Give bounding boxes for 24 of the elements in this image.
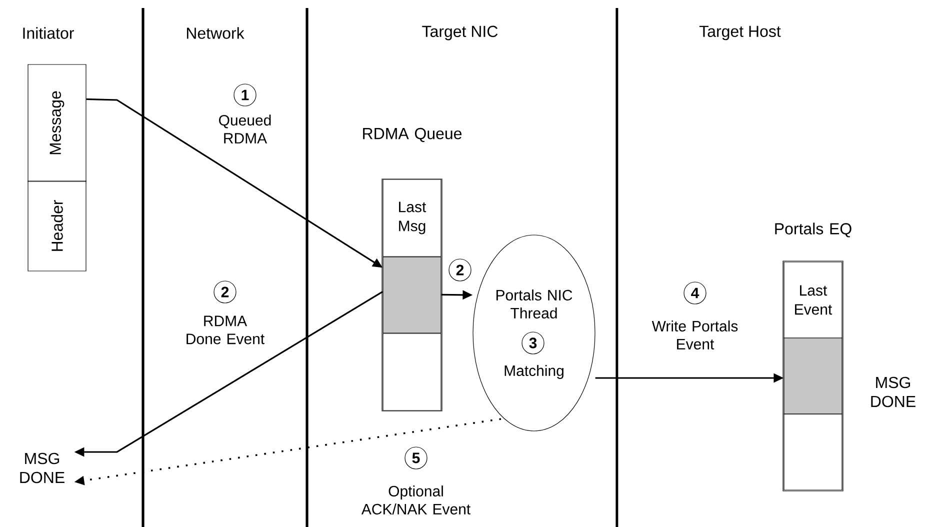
step-number: 1 (234, 84, 256, 106)
column-heading: Target Host (699, 26, 781, 40)
step-label: Write Portals Event (652, 320, 738, 350)
highlighted-cell (382, 256, 442, 334)
step-number: 4 (684, 282, 706, 304)
stack-heading: Portals EQ (775, 222, 852, 238)
ellipse-text: Portals NIC Thread (496, 289, 572, 318)
step-number: 5 (404, 446, 428, 470)
stack-heading: RDMA Queue (363, 128, 462, 142)
column-heading: Target NIC (422, 26, 498, 40)
step-label: Optional ACK/NAK Event (361, 485, 470, 514)
ellipse-text: Matching (504, 365, 564, 379)
step-number: 2 (214, 280, 236, 304)
step-label: RDMA Done Event (186, 316, 264, 344)
stack-cell: Last Msg (382, 179, 442, 257)
column-heading: Initiator (23, 27, 74, 39)
stack-cell: Header (28, 180, 86, 272)
stack-cell: Message (28, 64, 86, 182)
column-heading: Network (186, 27, 244, 39)
status-text: MSG DONE (871, 376, 916, 408)
step-number: 3 (522, 332, 544, 354)
step-number: 2 (448, 258, 472, 282)
step-label: Queued RDMA (219, 114, 271, 144)
status-text: MSG DONE (20, 452, 64, 484)
